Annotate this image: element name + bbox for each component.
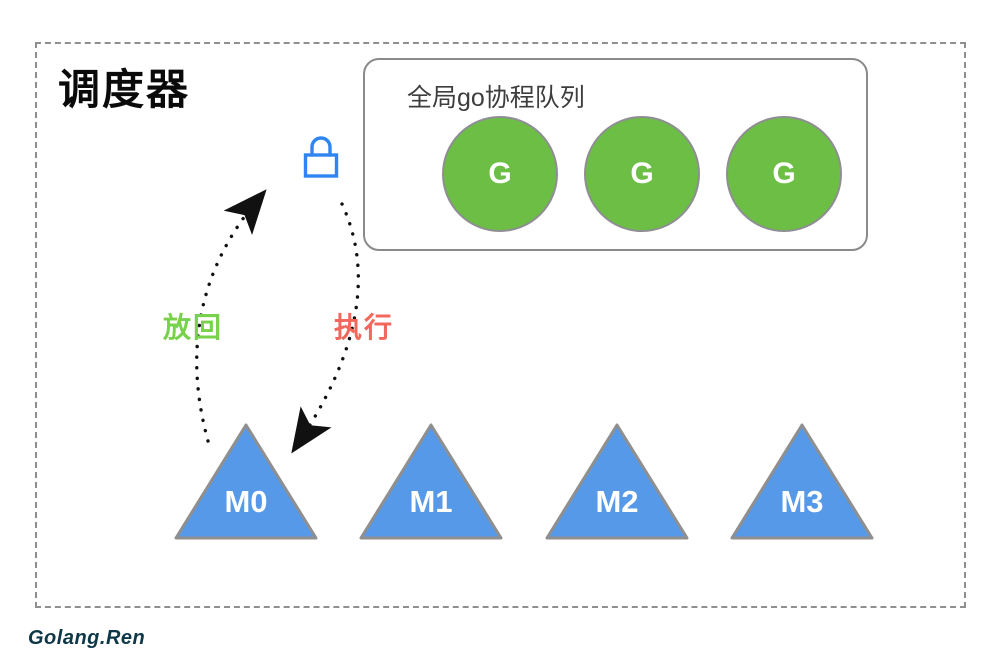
triangle-shape	[359, 423, 503, 540]
machine-label: M1	[409, 484, 453, 519]
machine-triangle-m2: M2	[542, 420, 692, 542]
machine-label: M0	[224, 484, 268, 519]
goroutine-label: G	[630, 157, 654, 190]
triangle-shape	[545, 423, 689, 540]
goroutine-label: G	[772, 157, 796, 190]
goroutine-label: G	[488, 157, 512, 190]
machine-triangle-m3: M3	[727, 420, 877, 542]
diagram-frame	[35, 42, 966, 608]
queue-label: 全局go协程队列	[407, 84, 585, 112]
machine-triangle-m1: M1	[356, 420, 506, 542]
put-back-label: 放回	[163, 312, 224, 343]
global-goroutine-queue-box: 全局go协程队列 G G G	[363, 58, 868, 251]
goroutine-circle: G	[584, 116, 700, 232]
machine-label: M3	[780, 484, 824, 519]
execute-label: 执行	[334, 312, 395, 343]
lock-icon	[303, 136, 339, 178]
goroutine-circle: G	[726, 116, 842, 232]
triangle-shape	[730, 423, 874, 540]
machine-label: M2	[595, 484, 639, 519]
goroutine-circle: G	[442, 116, 558, 232]
watermark: Golang.Ren	[28, 627, 146, 649]
triangle-shape	[174, 423, 318, 540]
machine-triangle-m0: M0	[171, 420, 321, 542]
diagram-title: 调度器	[58, 66, 191, 113]
